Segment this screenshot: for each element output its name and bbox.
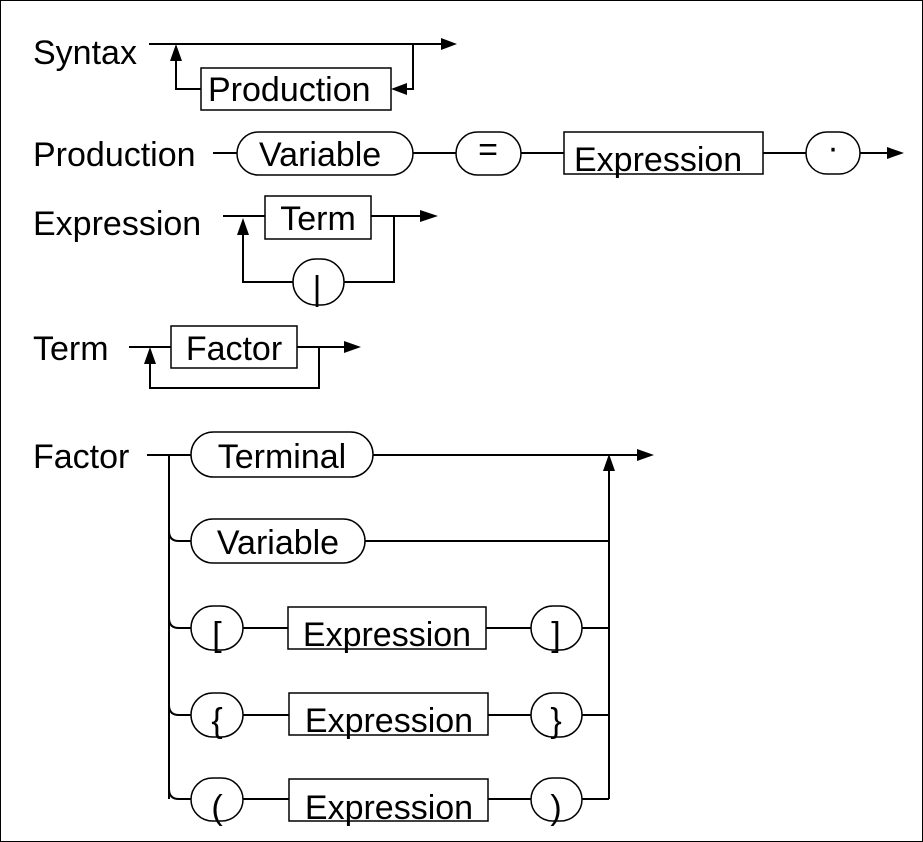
production-variable-label: Variable [259,136,381,174]
term-loop-up-arrow [144,347,156,364]
factor-optional-expression-box [287,606,487,650]
factor-repetition-expression-label: Expression [305,702,473,740]
factor-rail-up-arrow [603,454,615,471]
factor-variable-label: Variable [217,524,339,562]
production-expression-box [563,131,764,175]
production-exit-arrow [887,147,904,159]
factor-group-open-label: ( [211,789,223,827]
expression-term-box [264,195,372,240]
factor-group-expression-box [288,778,489,822]
factor-repetition-close-label: } [550,702,561,740]
factor-optional-close-label: ] [551,616,560,654]
rule-name-production: Production [33,136,196,174]
rule-syntax: Syntax Production [33,34,457,111]
expression-bar-label: | [313,270,322,308]
syntax-production-label: Production [208,71,371,109]
syntax-production-box [200,67,392,111]
term-factor-box [170,325,298,369]
production-period-label: · [827,129,838,167]
rule-name-syntax: Syntax [33,34,137,72]
rule-factor: Factor Terminal Variable [ Expression ] … [33,431,654,827]
rule-expression: Expression Term | [33,195,438,308]
rule-term: Term Factor [33,325,361,389]
factor-optional-expression-label: Expression [303,616,471,654]
production-expression-label: Expression [574,141,742,179]
syntax-loop-up-arrow [170,44,182,61]
rule-production: Production Variable = Expression · [33,129,904,179]
factor-terminal-label: Terminal [218,438,346,476]
syntax-loop-left [175,59,201,90]
factor-group-expression-label: Expression [305,789,473,827]
rule-name-expression: Expression [33,205,201,243]
term-exit-arrow [344,341,361,353]
expression-loop-up-arrow [237,218,249,235]
factor-repetition-open-label: { [211,702,222,740]
factor-optional-open-label: [ [212,616,222,654]
factor-terminal-pill [190,431,374,478]
expression-term-label: Term [280,200,356,238]
factor-group-close-label: ) [550,789,561,827]
rule-name-term: Term [33,330,109,368]
syntax-loop-arrow [391,83,407,95]
factor-repetition-expression-box [288,692,489,736]
syntax-loop-right [407,44,414,90]
rule-name-factor: Factor [33,438,129,476]
term-factor-label: Factor [186,330,282,368]
syntax-exit-arrow [441,38,457,50]
production-equals-label: = [478,131,498,169]
factor-exit-arrow [637,449,654,461]
expression-exit-arrow [420,210,438,222]
